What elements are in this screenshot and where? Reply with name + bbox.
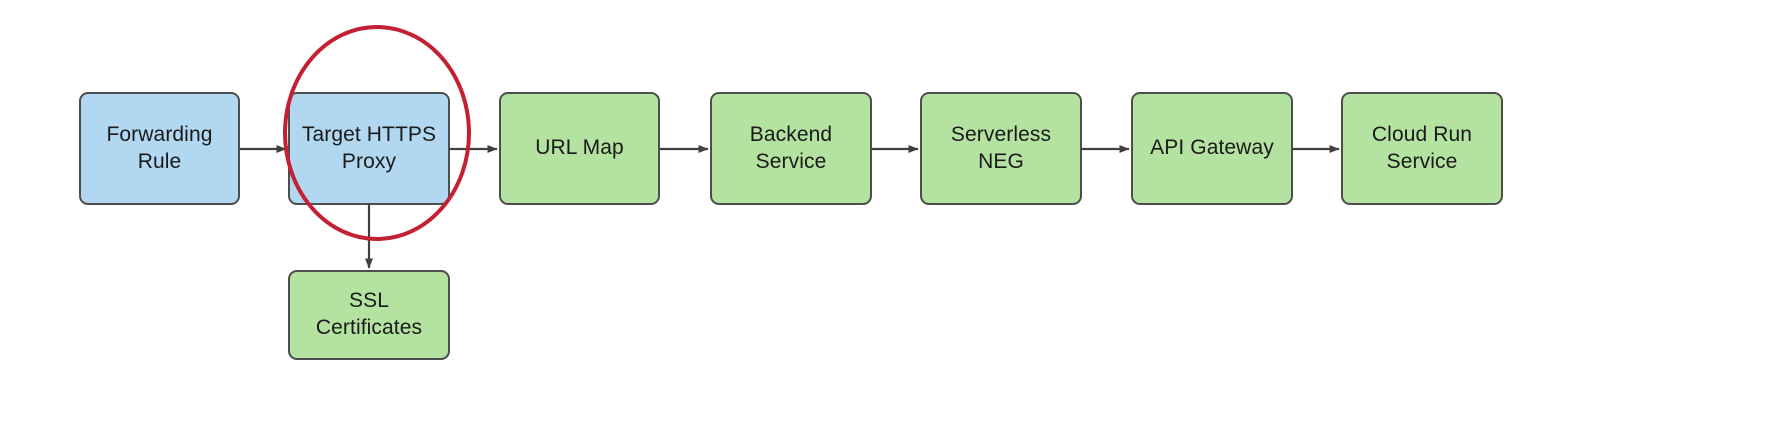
node-serverless-neg[interactable]: Serverless NEG	[920, 92, 1082, 205]
node-label: Serverless NEG	[950, 122, 1052, 173]
node-label: Target HTTPS Proxy	[301, 122, 437, 173]
node-backend-service[interactable]: Backend Service	[710, 92, 872, 205]
node-label: URL Map	[535, 136, 624, 160]
node-url-map[interactable]: URL Map	[499, 92, 660, 205]
node-label: API Gateway	[1150, 136, 1274, 160]
node-ssl-certificates[interactable]: SSL Certificates	[288, 270, 450, 360]
node-label: Cloud Run Service	[1371, 122, 1473, 173]
node-label: Backend Service	[749, 122, 833, 173]
node-label: SSL Certificates	[315, 289, 423, 339]
node-target-https-proxy[interactable]: Target HTTPS Proxy	[288, 92, 450, 205]
node-forwarding-rule[interactable]: Forwarding Rule	[79, 92, 240, 205]
node-cloud-run-service[interactable]: Cloud Run Service	[1341, 92, 1503, 205]
node-label: Forwarding Rule	[106, 122, 213, 173]
node-api-gateway[interactable]: API Gateway	[1131, 92, 1293, 205]
